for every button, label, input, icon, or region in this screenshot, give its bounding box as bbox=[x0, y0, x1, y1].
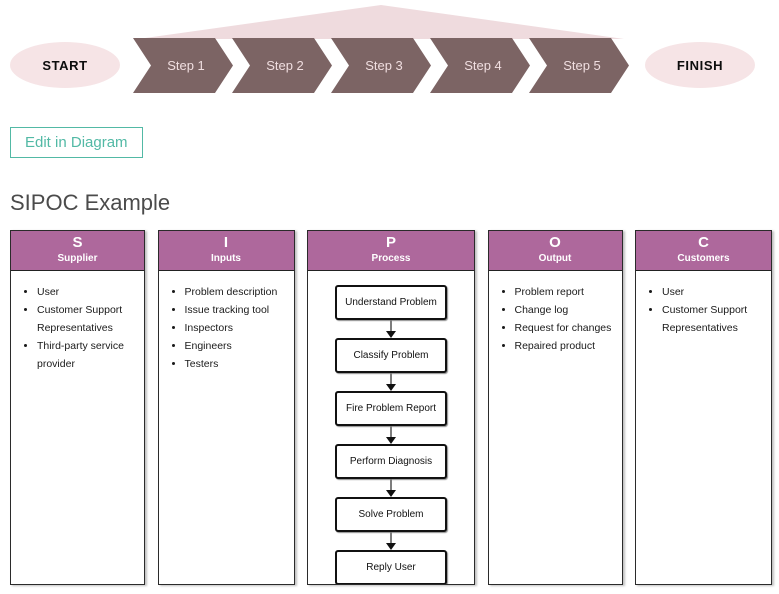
arrow-head bbox=[386, 330, 396, 338]
process-step-box: Solve Problem bbox=[335, 496, 447, 532]
arrow-head bbox=[386, 436, 396, 444]
column-letter: P bbox=[385, 234, 396, 251]
arrow-line bbox=[390, 319, 392, 331]
list-item: Request for changes bbox=[515, 319, 616, 337]
sipoc-column-o: O Output Problem reportChange logRequest… bbox=[487, 230, 623, 585]
arrow-line bbox=[390, 372, 392, 384]
column-letter: S bbox=[72, 234, 83, 251]
start-label: START bbox=[42, 57, 88, 73]
column-letter: O bbox=[549, 234, 561, 251]
list-item: Inspectors bbox=[185, 319, 288, 337]
column-item-list: Problem reportChange logRequest for chan… bbox=[489, 283, 622, 355]
process-step-box: Understand Problem bbox=[335, 284, 447, 320]
list-item: Issue tracking tool bbox=[185, 301, 288, 319]
sipoc-diagram: S Supplier UserCustomer Support Represen… bbox=[10, 230, 772, 585]
column-header: O Output bbox=[488, 231, 622, 271]
arrow-line bbox=[390, 531, 392, 543]
arrow-head bbox=[386, 542, 396, 550]
column-item-list: Problem descriptionIssue tracking toolIn… bbox=[159, 283, 294, 373]
process-flow-banner: START Step 1 Step 2 Step 3 Step 4 Step 5… bbox=[0, 0, 779, 105]
step-label: Step 2 bbox=[266, 58, 304, 73]
column-letter: C bbox=[698, 234, 709, 251]
step-chevron-1: Step 1 bbox=[133, 38, 233, 93]
step-chevron-2: Step 2 bbox=[232, 38, 332, 93]
column-body: Problem descriptionIssue tracking toolIn… bbox=[159, 271, 294, 584]
finish-label: FINISH bbox=[676, 57, 724, 73]
step-chevron-4: Step 4 bbox=[430, 38, 530, 93]
down-arrow-icon bbox=[386, 319, 396, 338]
list-item: Customer Support Representatives bbox=[37, 301, 138, 337]
list-item: Problem report bbox=[515, 283, 616, 301]
column-header: C Customers bbox=[636, 231, 771, 271]
arrow-head bbox=[386, 489, 396, 497]
page-title: SIPOC Example bbox=[10, 190, 171, 215]
list-item: Problem description bbox=[185, 283, 288, 301]
down-arrow-icon bbox=[386, 478, 396, 497]
column-header: P Process bbox=[308, 231, 474, 271]
start-node: START bbox=[10, 42, 120, 88]
list-item: Change log bbox=[515, 301, 616, 319]
step-label: Step 3 bbox=[365, 58, 403, 73]
sipoc-column-c: C Customers UserCustomer Support Represe… bbox=[635, 230, 772, 585]
column-item-list: UserCustomer Support RepresentativesThir… bbox=[11, 283, 144, 373]
down-arrow-icon bbox=[386, 372, 396, 391]
process-step-box: Perform Diagnosis bbox=[335, 443, 447, 479]
list-item: Repaired product bbox=[515, 337, 616, 355]
step-label: Step 4 bbox=[464, 58, 502, 73]
column-body: Problem reportChange logRequest for chan… bbox=[489, 271, 622, 584]
column-title: Customers bbox=[677, 252, 730, 264]
edit-in-diagram-button[interactable]: Edit in Diagram bbox=[10, 127, 143, 158]
list-item: User bbox=[37, 283, 138, 301]
list-item: Engineers bbox=[185, 337, 288, 355]
step-chevron-5: Step 5 bbox=[529, 38, 629, 93]
column-letter: I bbox=[223, 234, 229, 251]
column-title: Supplier bbox=[57, 252, 98, 264]
column-header: S Supplier bbox=[11, 231, 144, 271]
arrow-line bbox=[390, 425, 392, 437]
finish-node: FINISH bbox=[645, 42, 755, 88]
down-arrow-icon bbox=[386, 425, 396, 444]
list-item: Testers bbox=[185, 355, 288, 373]
column-title: Output bbox=[538, 252, 572, 264]
step-label: Step 5 bbox=[563, 58, 601, 73]
process-step-box: Classify Problem bbox=[335, 337, 447, 373]
column-body: UserCustomer Support RepresentativesThir… bbox=[11, 271, 144, 584]
down-arrow-icon bbox=[386, 531, 396, 550]
process-step-box: Fire Problem Report bbox=[335, 390, 447, 426]
column-title: Inputs bbox=[211, 252, 241, 264]
column-body: UserCustomer Support Representatives bbox=[636, 271, 771, 584]
list-item: Customer Support Representatives bbox=[662, 301, 765, 337]
arrow-head bbox=[386, 383, 396, 391]
step-chevron-3: Step 3 bbox=[331, 38, 431, 93]
step-label: Step 1 bbox=[167, 58, 205, 73]
sipoc-column-s: S Supplier UserCustomer Support Represen… bbox=[10, 230, 145, 585]
list-item: Third-party service provider bbox=[37, 337, 138, 373]
column-header: I Inputs bbox=[158, 231, 294, 271]
column-item-list: UserCustomer Support Representatives bbox=[636, 283, 771, 337]
sipoc-column-i: I Inputs Problem descriptionIssue tracki… bbox=[157, 230, 295, 585]
list-item: User bbox=[662, 283, 765, 301]
process-roof-triangle bbox=[138, 5, 624, 39]
process-step-box: Reply User bbox=[335, 549, 447, 584]
arrow-line bbox=[390, 478, 392, 490]
column-title: Process bbox=[371, 252, 411, 264]
